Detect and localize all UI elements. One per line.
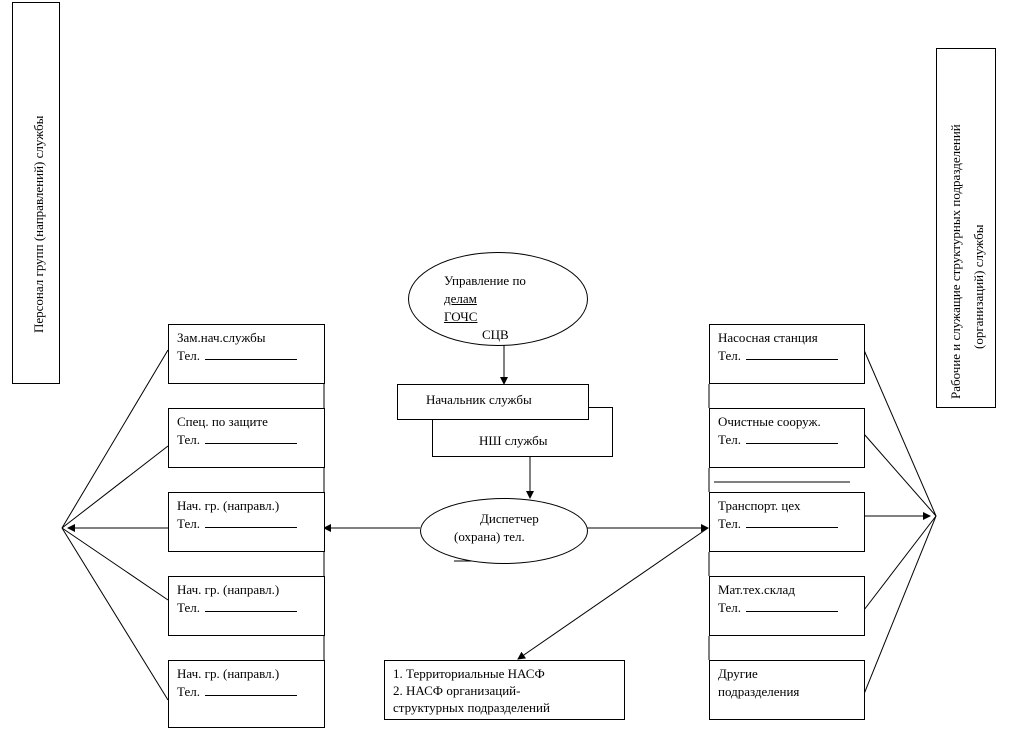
management-ellipse — [408, 252, 588, 346]
dispatcher-ellipse — [420, 498, 588, 564]
right-box-title: Очистные сооруж. — [718, 414, 821, 429]
right-box-phone: Тел. — [718, 600, 741, 615]
phone-blank-line — [204, 515, 297, 528]
ns-label: НШ службы — [479, 433, 548, 448]
phone-blank-line — [204, 431, 297, 444]
nasf-line3: структурных подразделений — [393, 700, 550, 715]
right-box-title: Транспорт. цех — [718, 498, 801, 513]
left-box-4: Нач. гр. (направл.) Тел. — [168, 576, 325, 636]
left-box-3: Нач. гр. (направл.) Тел. — [168, 492, 325, 552]
management-line3: ГОЧС — [444, 309, 478, 324]
right-panel: Рабочие и служащие структурных подраздел… — [936, 48, 996, 408]
left-box-title: Нач. гр. (направл.) — [177, 498, 280, 513]
right-box-1: Насосная станция Тел. — [709, 324, 865, 384]
phone-blank-line — [745, 347, 838, 360]
phone-blank-line — [745, 431, 838, 444]
management-line2: делам — [444, 291, 477, 306]
left-box-phone: Тел. — [177, 516, 200, 531]
phone-blank-line — [204, 683, 297, 696]
left-box-phone: Тел. — [177, 432, 200, 447]
right-box-title: Мат.тех.склад — [718, 582, 795, 597]
right-box-5: Другие подразделения — [709, 660, 865, 720]
right-box-2: Очистные сооруж. Тел. — [709, 408, 865, 468]
right-box-title: Другие — [718, 666, 758, 681]
dispatcher-line2: (охрана) тел. — [454, 529, 525, 544]
left-panel: Персонал групп (направлений) службы — [12, 2, 60, 384]
right-box-3: Транспорт. цех Тел. — [709, 492, 865, 552]
management-line1: Управление по — [444, 273, 526, 288]
phone-blank-line — [745, 515, 838, 528]
left-box-phone: Тел. — [177, 348, 200, 363]
nasf-line2: 2. НАСФ организаций- — [393, 683, 521, 698]
right-box-subtitle: подразделения — [718, 684, 800, 699]
phone-blank-line — [204, 599, 297, 612]
phone-blank-line — [204, 347, 297, 360]
right-box-4: Мат.тех.склад Тел. — [709, 576, 865, 636]
right-panel-line1: Рабочие и служащие структурных подраздел… — [948, 124, 963, 399]
right-box-phone: Тел. — [718, 516, 741, 531]
left-box-title: Нач. гр. (направл.) — [177, 582, 280, 597]
left-box-phone: Тел. — [177, 684, 200, 699]
dispatcher-line1: Диспетчер — [480, 511, 539, 526]
left-box-5: Нач. гр. (направл.) Тел. — [168, 660, 325, 728]
left-box-1: Зам.нач.службы Тел. — [168, 324, 325, 384]
left-box-title: Зам.нач.службы — [177, 330, 266, 345]
nasf-line1: 1. Территориальные НАСФ — [393, 666, 545, 681]
left-box-phone: Тел. — [177, 600, 200, 615]
left-box-2: Спец. по защите Тел. — [168, 408, 325, 468]
management-line4: СЦВ — [482, 327, 509, 342]
left-panel-label: Персонал групп (направлений) службы — [31, 115, 46, 333]
left-box-title: Нач. гр. (направл.) — [177, 666, 280, 681]
nasf-box: 1. Территориальные НАСФ 2. НАСФ организа… — [384, 660, 625, 720]
right-box-phone: Тел. — [718, 432, 741, 447]
left-box-title: Спец. по защите — [177, 414, 268, 429]
phone-blank-line — [745, 599, 838, 612]
chief-label: Начальник службы — [426, 392, 532, 407]
right-box-phone: Тел. — [718, 348, 741, 363]
right-box-title: Насосная станция — [718, 330, 818, 345]
chief-box: Начальник службы — [397, 384, 589, 420]
right-panel-line2: (организаций) службы — [971, 224, 986, 349]
